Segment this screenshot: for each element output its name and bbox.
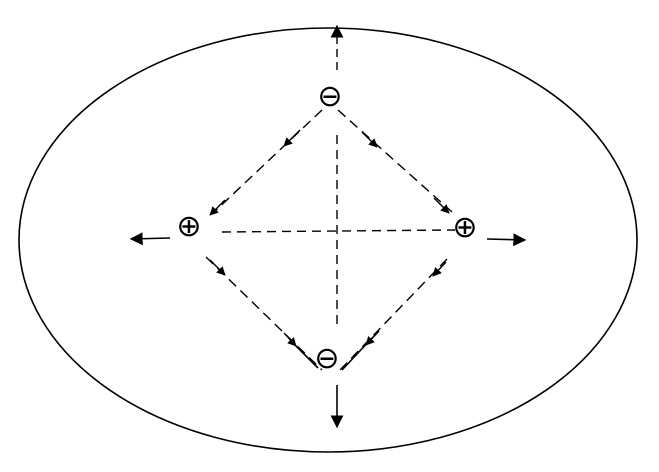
arrow-bottom-right-to-minus [365,330,380,346]
edge-bottom-right [339,258,448,371]
arrow-top-right-edge [361,131,378,148]
arrow-bottom-right-from-plus [432,261,447,277]
horizontal-dashed-axis [221,229,456,233]
arrow-top-left-edge [283,129,301,147]
edge-bottom-left [205,256,323,371]
arrow-left [129,232,171,246]
arrow-top-right-to-plus [433,197,450,214]
arrow-top-left-to-plus [209,199,226,216]
arrow-right [486,233,527,247]
edge-top-left [211,109,323,215]
charge-top-negative: ⊖ [317,79,342,114]
arrow-bottom-left-from-plus [209,259,226,276]
edge-top-right [337,109,453,213]
outer-ellipse [18,27,638,453]
arrow-bottom-left-to-minus [283,332,297,347]
charge-left-positive: ⊕ [176,209,201,244]
charge-right-positive: ⊕ [452,210,477,245]
charge-bottom-negative: ⊖ [314,341,339,376]
